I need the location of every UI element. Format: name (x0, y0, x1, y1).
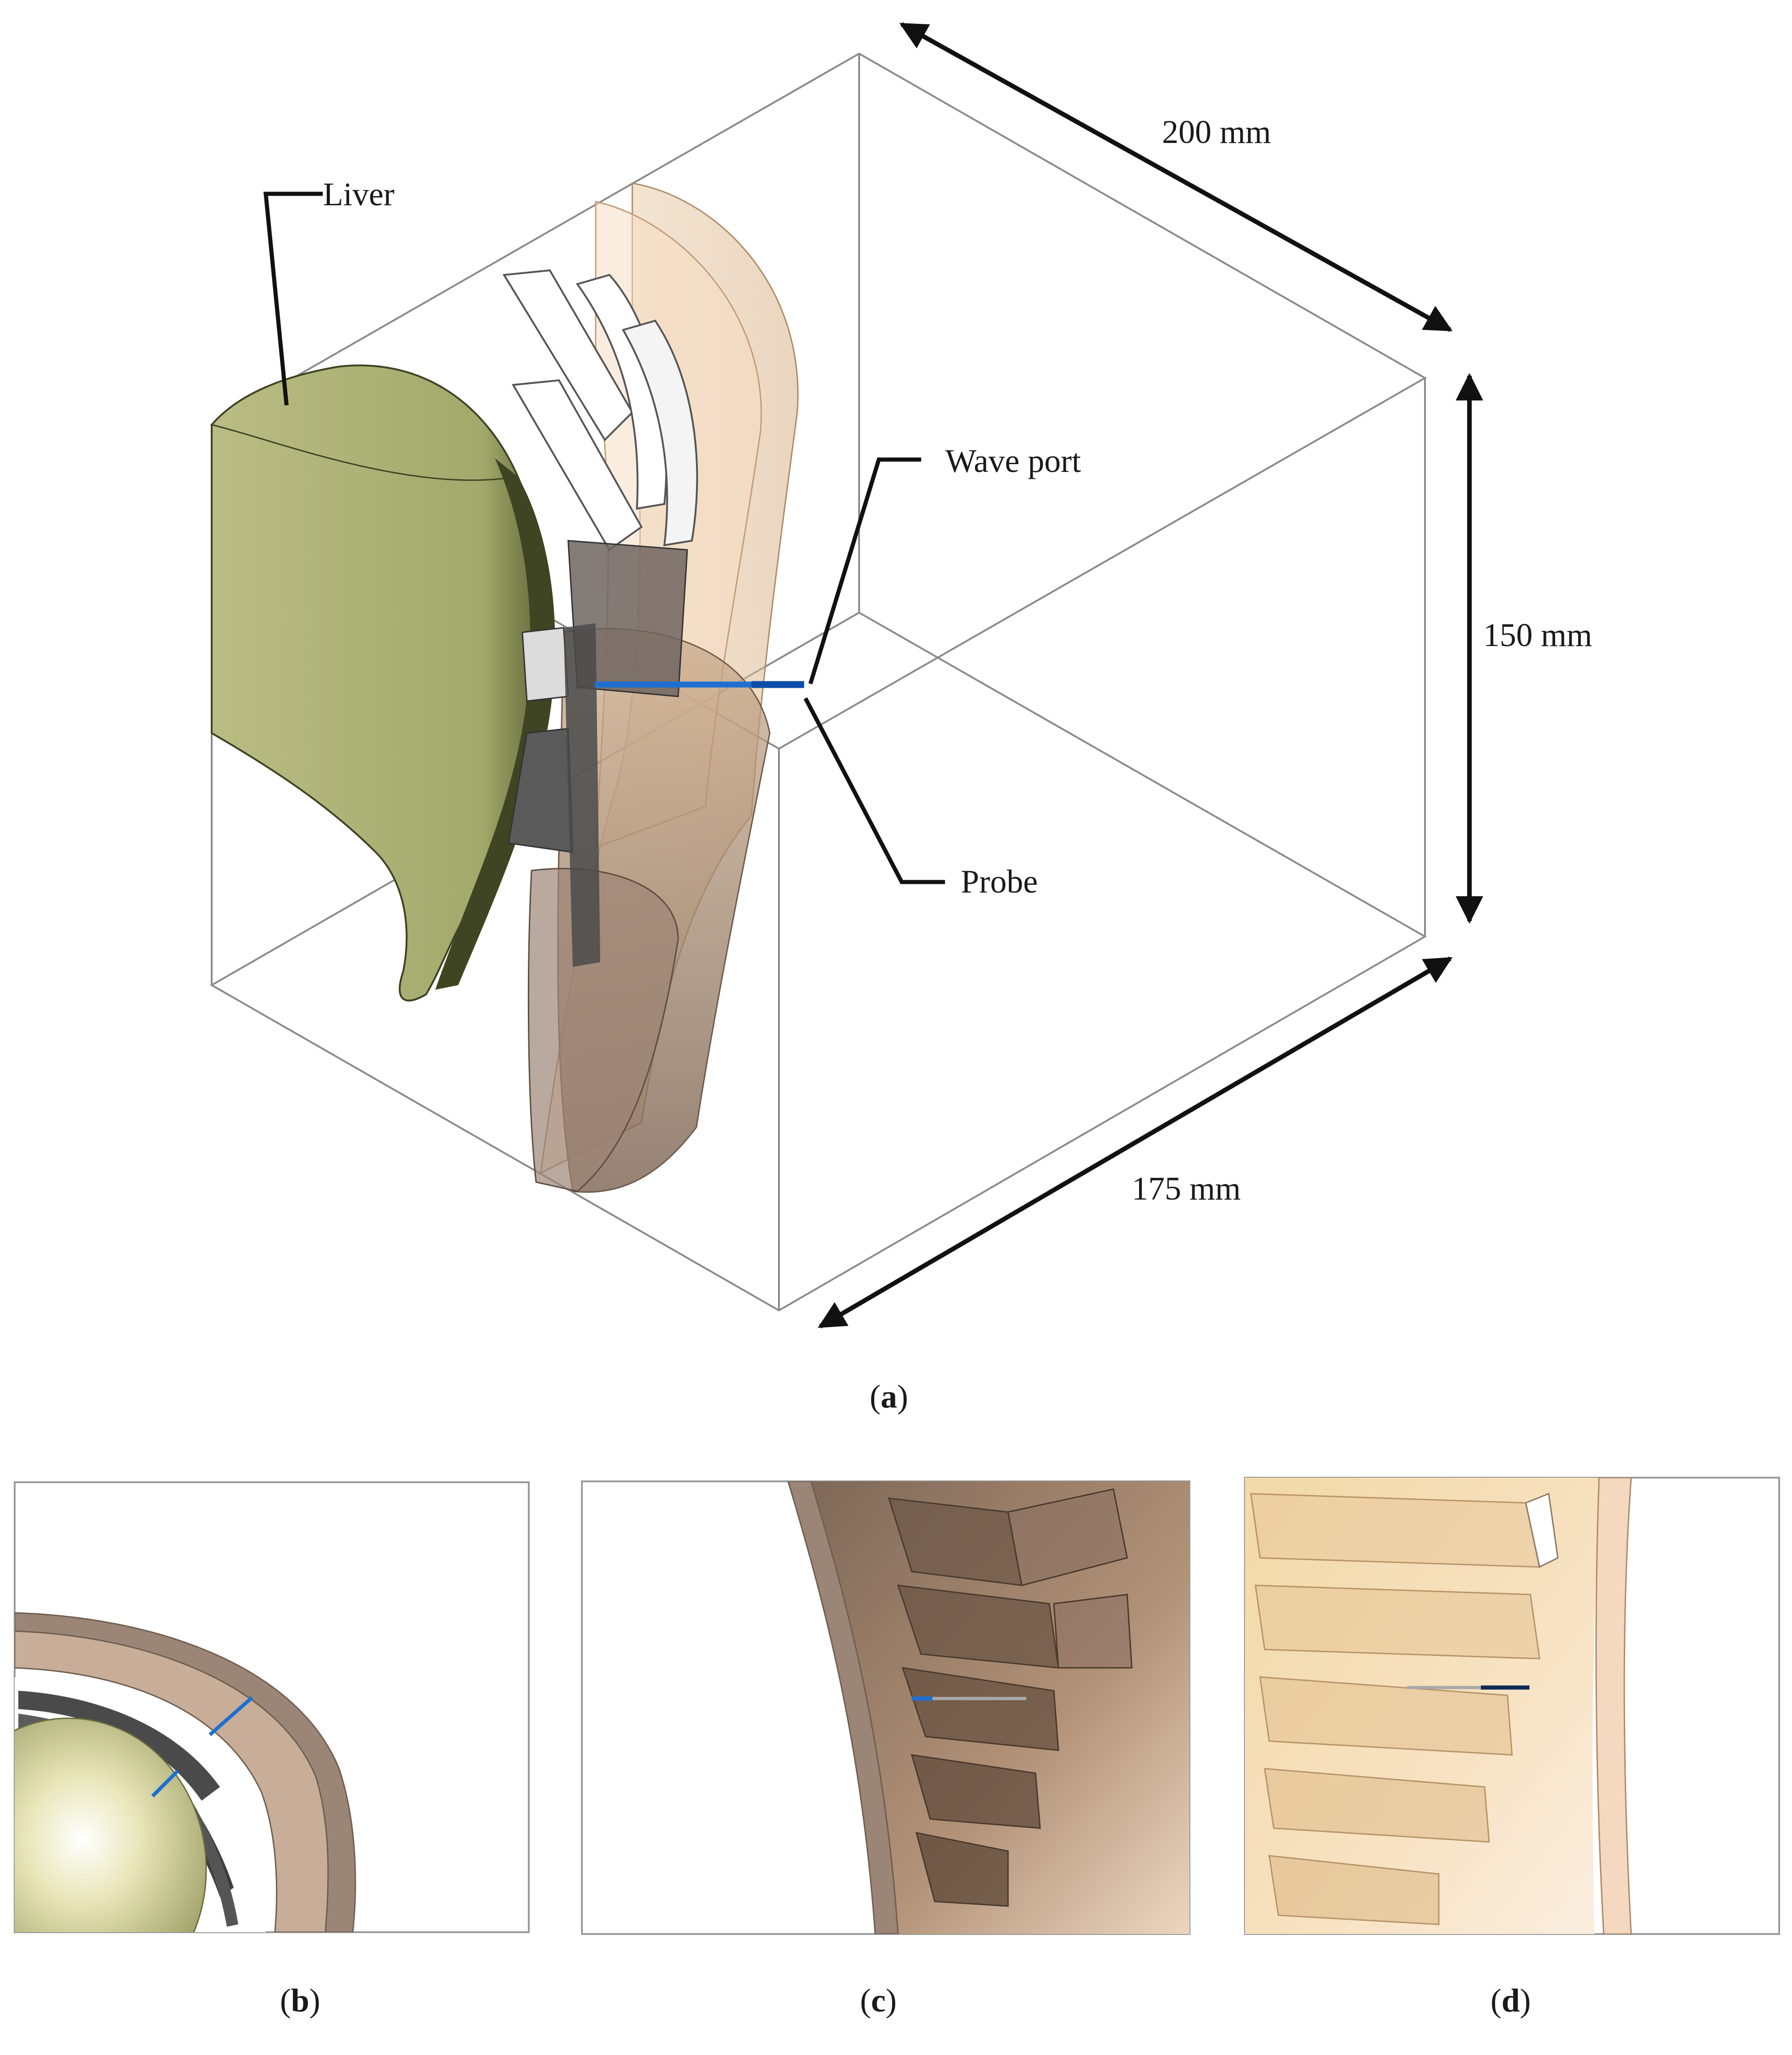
rib-bones (502, 269, 698, 697)
caption-a: (a) (870, 1378, 908, 1415)
liver-label: Liver (323, 176, 395, 213)
liver-leader (263, 192, 323, 406)
caption-c: (c) (860, 1982, 897, 2019)
panel-d: (d) (1244, 1477, 1780, 2019)
probe-label: Probe (961, 863, 1038, 900)
caption-d: (d) (1491, 1982, 1531, 2019)
panel-b: (b) (14, 1481, 530, 2019)
width-dimension-arrow (817, 956, 1453, 1329)
caption-b: (b) (280, 1982, 320, 2019)
probe-leader (803, 697, 945, 884)
panel-a: Liver Wave port Probe 200 mm 150 mm 175 … (209, 22, 1592, 1415)
width-dimension-label: 175 mm (1132, 1170, 1241, 1207)
depth-dimension-arrow (899, 22, 1453, 332)
muscle-layer (527, 628, 771, 1193)
wave-port-leader (808, 457, 921, 685)
vertebra-blocks (508, 623, 600, 967)
panel-c: (c) (581, 1480, 1190, 2019)
wave-port-label: Wave port (945, 443, 1081, 479)
height-dimension-label: 150 mm (1483, 617, 1592, 653)
liver-organ (211, 364, 555, 1002)
depth-dimension-label: 200 mm (1162, 114, 1271, 150)
